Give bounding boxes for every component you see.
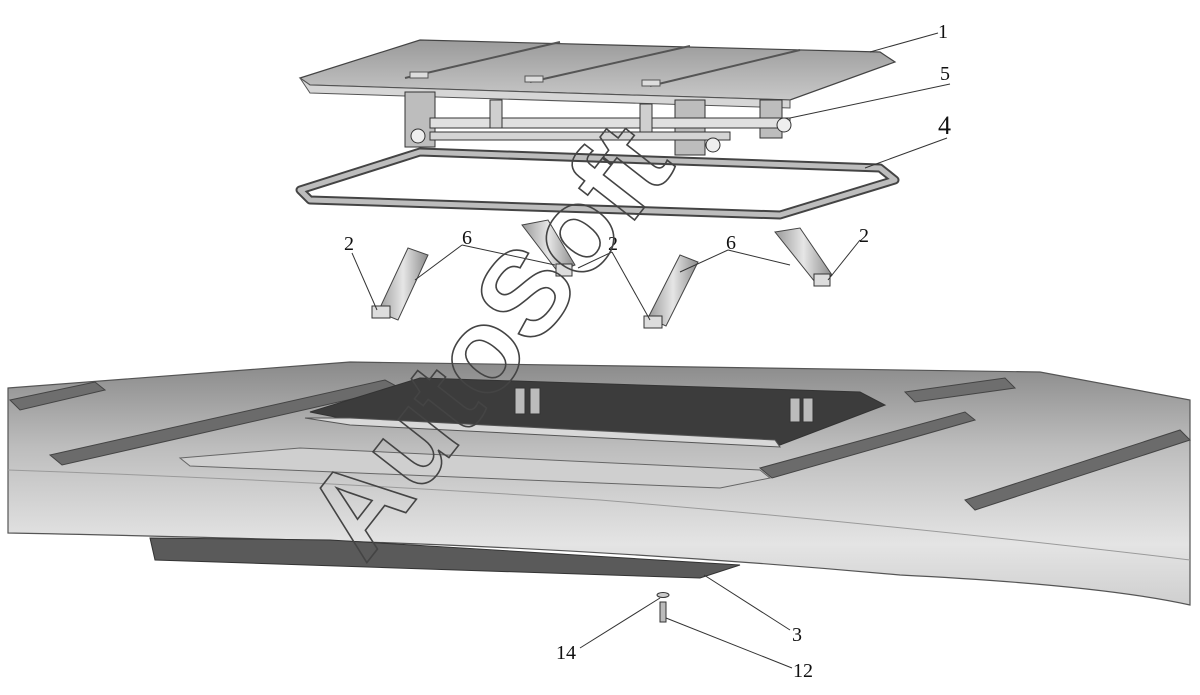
spring-center <box>643 254 699 329</box>
seal-frame <box>295 147 900 220</box>
spring-left <box>371 247 429 321</box>
callout-1: 1 <box>938 21 948 43</box>
callout-5: 5 <box>940 63 950 85</box>
callout-2-left: 2 <box>344 233 354 255</box>
hinge-mechanism <box>404 91 792 156</box>
callout-4: 4 <box>938 111 951 140</box>
callout-14: 14 <box>556 642 576 664</box>
spring-center-left <box>521 219 576 277</box>
callout-3: 3 <box>792 624 802 646</box>
callout-2-center: 2 <box>608 233 618 255</box>
roof-panel <box>7 361 1191 606</box>
screw-and-washer <box>656 592 670 623</box>
callout-2-right: 2 <box>859 225 869 247</box>
callout-12: 12 <box>793 660 813 682</box>
spring-right <box>774 227 833 287</box>
hatch-lid <box>298 39 897 109</box>
callout-labels: 1 5 4 2 6 2 6 2 3 14 12 <box>344 21 951 682</box>
callout-6-right: 6 <box>726 232 736 254</box>
callout-6-left: 6 <box>462 227 472 249</box>
leader-lines <box>351 32 951 669</box>
